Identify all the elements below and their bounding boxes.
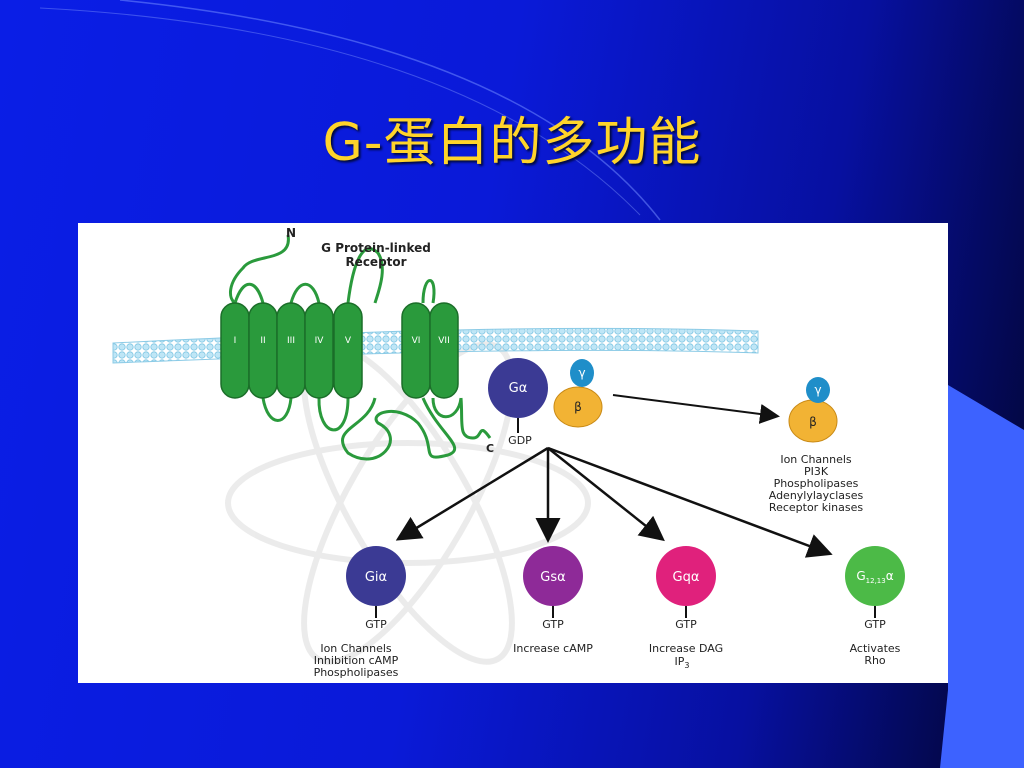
helix-label: VII [438, 336, 449, 346]
gamma-subunit [570, 359, 594, 387]
gq-effect-subscript: 3 [684, 661, 689, 670]
g1213-effect: Rho [864, 654, 886, 667]
gi-effect: Inhibition cAMP [314, 654, 399, 667]
helix-label: III [287, 336, 295, 346]
helix-1: I [220, 302, 250, 399]
receptor-c-tail [459, 397, 492, 440]
helix-label: II [260, 336, 265, 346]
helix-7: VII [429, 302, 459, 399]
free-beta-label: β [809, 415, 817, 429]
gs-gtp-label: GTP [542, 618, 564, 631]
helix-2: II [248, 302, 278, 399]
beta-label: β [574, 400, 582, 414]
beta-subunit [553, 386, 603, 428]
gq-effect-ip: IP [675, 655, 685, 668]
gs-effect: Increase cAMP [513, 642, 593, 655]
beta-gamma-effect: PI3K [804, 465, 829, 478]
gq-gtp-label: GTP [675, 618, 697, 631]
branch-arrows [395, 446, 833, 558]
beta-gamma-complex: β γ Ion Channels PI3K Phospholipases Ade… [769, 377, 864, 514]
n-terminus-label: N [286, 226, 296, 240]
gs-alpha-label: Gsα [540, 570, 565, 585]
gq-alpha: Gqα GTP Increase DAG IP3 [649, 546, 723, 670]
gq-effect: IP3 [675, 655, 690, 670]
helix-3: III [276, 302, 306, 399]
beta-gamma-effect: Adenylylayclases [769, 489, 864, 502]
g-protein-diagram: I II III IV V VI [112, 226, 905, 679]
gi-gtp-label: GTP [365, 618, 387, 631]
helix-4: IV [304, 302, 334, 399]
alpha-subunit [488, 358, 548, 418]
decor-right-block [940, 385, 1024, 768]
g1213-gtp-label: GTP [864, 618, 886, 631]
free-gamma-label: γ [814, 383, 821, 397]
helix-label: I [234, 336, 237, 346]
alpha-label: Gα [509, 381, 528, 396]
helix-6: VI [401, 302, 431, 399]
gamma-label: γ [578, 366, 585, 380]
receptor-n-tail [229, 234, 290, 305]
c-terminus-label: C [486, 442, 494, 455]
arrow-to-beta-gamma [612, 394, 780, 424]
decor-arc-2 [39, 7, 641, 216]
gdp-label: GDP [508, 434, 532, 447]
g1213-effect: Activates [850, 642, 901, 655]
helix-label: IV [315, 336, 325, 346]
receptor-third-loop [340, 397, 457, 461]
g-protein-figure: I II III IV V VI [78, 223, 948, 683]
gi-effect: Ion Channels [320, 642, 392, 655]
beta-gamma-effect: Ion Channels [780, 453, 852, 466]
receptor-label-line2: Receptor [345, 255, 406, 269]
gq-alpha-label: Gqα [673, 570, 700, 585]
g1213-alpha: G12,13α GTP Activates Rho [845, 546, 905, 667]
g1213-alpha-label: G12,13α [856, 569, 893, 585]
beta-gamma-effect: Phospholipases [774, 477, 859, 490]
gq-effect: Increase DAG [649, 642, 723, 655]
heterotrimer: β γ Gα GDP [488, 358, 603, 447]
gi-effect: Phospholipases [314, 666, 399, 679]
gi-alpha: Giα GTP Ion Channels Inhibition cAMP Pho… [314, 546, 406, 679]
helix-5: V [333, 302, 363, 399]
slide-title: G-蛋白的多功能 [322, 113, 702, 173]
helix-label: V [345, 336, 352, 346]
helix-label: VI [412, 336, 421, 346]
gi-alpha-label: Giα [365, 570, 387, 585]
receptor-helices: I II III IV V VI [220, 302, 459, 399]
decor-arc-1 [119, 0, 661, 221]
receptor-label-line1: G Protein-linked [321, 241, 431, 255]
beta-gamma-effect: Receptor kinases [769, 501, 863, 514]
gs-alpha: Gsα GTP Increase cAMP [513, 546, 593, 655]
